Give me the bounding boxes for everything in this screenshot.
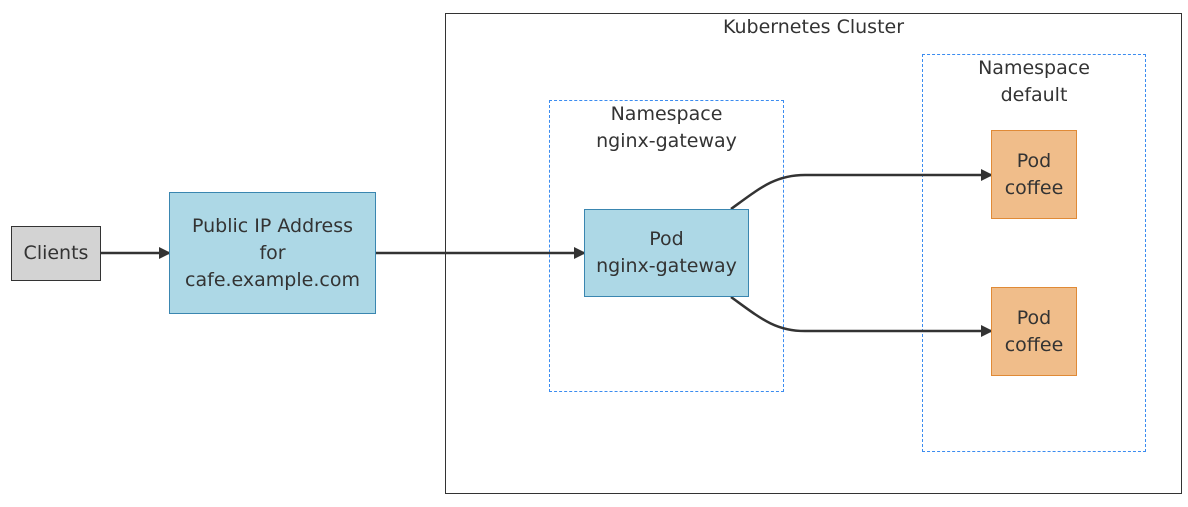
namespace-default-title: Namespace default [923, 55, 1145, 109]
public-ip-node: Public IP Address for cafe.example.com [169, 192, 376, 314]
pod-name: coffee [1004, 333, 1064, 356]
public-ip-line-1: Public IP Address [191, 214, 354, 237]
coffee-pod-2: Pod coffee [991, 287, 1077, 376]
namespace-label: Namespace [610, 103, 723, 125]
public-ip-line-2: for [259, 241, 286, 264]
coffee-pod-1: Pod coffee [991, 130, 1077, 219]
public-ip-line-3: cafe.example.com [185, 268, 360, 291]
namespace-default: Namespace default [922, 54, 1146, 452]
namespace-name: default [1000, 84, 1068, 106]
namespace-nginx-gateway: Namespace nginx-gateway [549, 100, 784, 392]
cluster-title: Kubernetes Cluster [722, 16, 905, 38]
namespace-label: Namespace [978, 57, 1090, 79]
clients-node: Clients [11, 226, 101, 281]
pod-label: Pod [649, 228, 684, 250]
pod-label: Pod [1016, 149, 1052, 172]
clients-label: Clients [23, 242, 89, 264]
pod-name: nginx-gateway [596, 255, 737, 277]
pod-label: Pod [1016, 306, 1052, 329]
namespace-name: nginx-gateway [596, 130, 737, 152]
pod-name: coffee [1004, 176, 1064, 199]
nginx-gateway-pod: Pod nginx-gateway [584, 209, 749, 297]
namespace-nginx-gateway-title: Namespace nginx-gateway [550, 101, 783, 155]
